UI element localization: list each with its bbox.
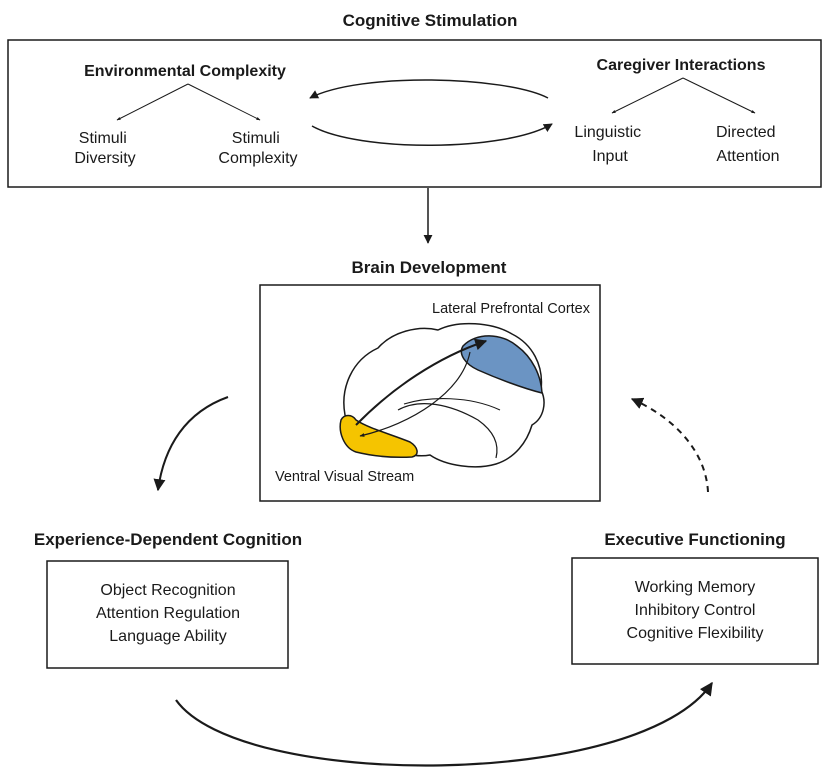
- caregiver-arrow-right: [682, 77, 756, 114]
- caregiver-interactions-heading: Caregiver Interactions: [597, 57, 766, 74]
- cognition-to-executive-arrow: [175, 681, 713, 767]
- linguistic-input-label: Linguistic Input: [574, 124, 645, 165]
- attention-regulation-label: Attention Regulation: [96, 605, 240, 622]
- ventral-visual-stream-label: Ventral Visual Stream: [275, 469, 414, 485]
- stimuli-complexity-label: Stimuli Complexity: [218, 130, 297, 167]
- inhibitory-control-label: Inhibitory Control: [635, 602, 756, 619]
- brain-icon: [339, 322, 545, 468]
- ventral-to-prefrontal-arrow: [355, 338, 488, 426]
- lateral-prefrontal-cortex-label: Lateral Prefrontal Cortex: [432, 301, 591, 317]
- object-recognition-label: Object Recognition: [100, 582, 235, 599]
- working-memory-label: Working Memory: [635, 579, 756, 596]
- directed-attention-label: Directed Attention: [716, 124, 780, 165]
- brain-to-cognition-arrow: [153, 396, 229, 492]
- cognitive-stimulation-box: [7, 39, 822, 188]
- prefrontal-to-ventral-arrow: [359, 351, 471, 437]
- experience-dependent-cognition-title: Experience-Dependent Cognition: [34, 530, 302, 549]
- cycle-arrow-to-caregiver: [311, 123, 553, 146]
- executive-to-brain-arrow: [630, 397, 709, 493]
- temporal-sulcus: [397, 403, 498, 459]
- environmental-complexity-heading: Environmental Complexity: [84, 63, 286, 80]
- executive-functioning-box: [571, 557, 819, 665]
- environmental-arrow-right: [187, 83, 261, 121]
- brain-development-box: [259, 284, 601, 502]
- cycle-arrow-to-environment: [309, 79, 549, 99]
- language-ability-label: Language Ability: [109, 628, 226, 645]
- cognitive-stimulation-title: Cognitive Stimulation: [343, 11, 518, 30]
- experience-dependent-box: [46, 560, 289, 669]
- environmental-arrow-left: [116, 83, 189, 121]
- caregiver-arrow-left: [611, 77, 684, 114]
- executive-functioning-title: Executive Functioning: [604, 530, 785, 549]
- ventral-visual-region: [339, 414, 418, 458]
- prefrontal-region: [460, 335, 543, 394]
- stimuli-diversity-label: Stimuli Diversity: [74, 130, 135, 167]
- lateral-sulcus: [403, 398, 501, 411]
- cognitive-flexibility-label: Cognitive Flexibility: [627, 625, 764, 642]
- brain-development-title: Brain Development: [352, 258, 507, 277]
